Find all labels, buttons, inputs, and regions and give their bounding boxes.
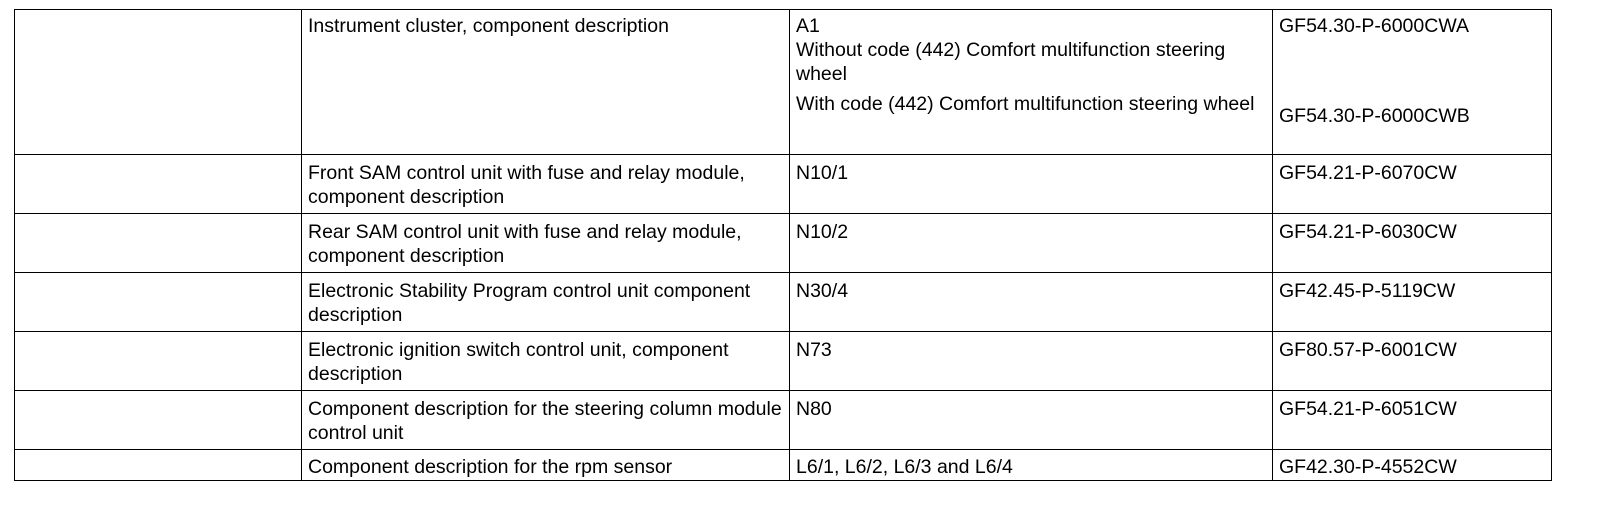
table-row: Front SAM control unit with fuse and rel…: [14, 154, 1552, 214]
component-cell: N10/1: [789, 154, 1273, 214]
document-link[interactable]: GF54.21-P-6051CW: [1272, 390, 1552, 450]
table-row: Component description for the steering c…: [14, 390, 1552, 450]
component-cell: A1 Without code (442) Comfort multifunct…: [789, 9, 1273, 155]
component-cell: L6/1, L6/2, L6/3 and L6/4: [789, 449, 1273, 481]
description-cell: Electronic ignition switch control unit,…: [301, 331, 790, 391]
component-cell: N30/4: [789, 272, 1273, 332]
description-cell: Rear SAM control unit with fuse and rela…: [301, 213, 790, 273]
document-link[interactable]: GF54.30-P-6000CWB: [1279, 105, 1470, 127]
component-cell: N80: [789, 390, 1273, 450]
table-row: Component description for the rpm sensor…: [14, 449, 1552, 481]
empty-cell: [14, 272, 302, 332]
empty-cell: [14, 9, 302, 155]
empty-cell: [14, 154, 302, 214]
empty-cell: [14, 331, 302, 391]
empty-cell: [14, 213, 302, 273]
table-row: Electronic Stability Program control uni…: [14, 272, 1552, 332]
variant-condition: Without code (442) Comfort multifunction…: [796, 39, 1226, 85]
description-cell: Front SAM control unit with fuse and rel…: [301, 154, 790, 214]
description-cell: Instrument cluster, component descriptio…: [301, 9, 790, 155]
component-cell: N10/2: [789, 213, 1273, 273]
description-cell: Component description for the steering c…: [301, 390, 790, 450]
empty-cell: [14, 449, 302, 481]
table-row: Instrument cluster, component descriptio…: [14, 9, 1552, 155]
table-row: Rear SAM control unit with fuse and rela…: [14, 213, 1552, 273]
document-link[interactable]: GF42.45-P-5119CW: [1272, 272, 1552, 332]
document-link[interactable]: GF54.21-P-6030CW: [1272, 213, 1552, 273]
description-cell: Component description for the rpm sensor: [301, 449, 790, 481]
description-cell: Electronic Stability Program control uni…: [301, 272, 790, 332]
document-cell: GF54.30-P-6000CWA GF54.30-P-6000CWB: [1272, 9, 1552, 155]
empty-cell: [14, 390, 302, 450]
document-link[interactable]: GF80.57-P-6001CW: [1272, 331, 1552, 391]
table-row: Electronic ignition switch control unit,…: [14, 331, 1552, 391]
component-code: A1: [796, 15, 820, 37]
document-link[interactable]: GF54.30-P-6000CWA: [1279, 15, 1470, 37]
component-reference-table: Instrument cluster, component descriptio…: [14, 9, 1552, 481]
document-link[interactable]: GF54.21-P-6070CW: [1272, 154, 1552, 214]
document-link[interactable]: GF42.30-P-4552CW: [1272, 449, 1552, 481]
variant-condition: With code (442) Comfort multifunction st…: [796, 93, 1255, 115]
component-cell: N73: [789, 331, 1273, 391]
